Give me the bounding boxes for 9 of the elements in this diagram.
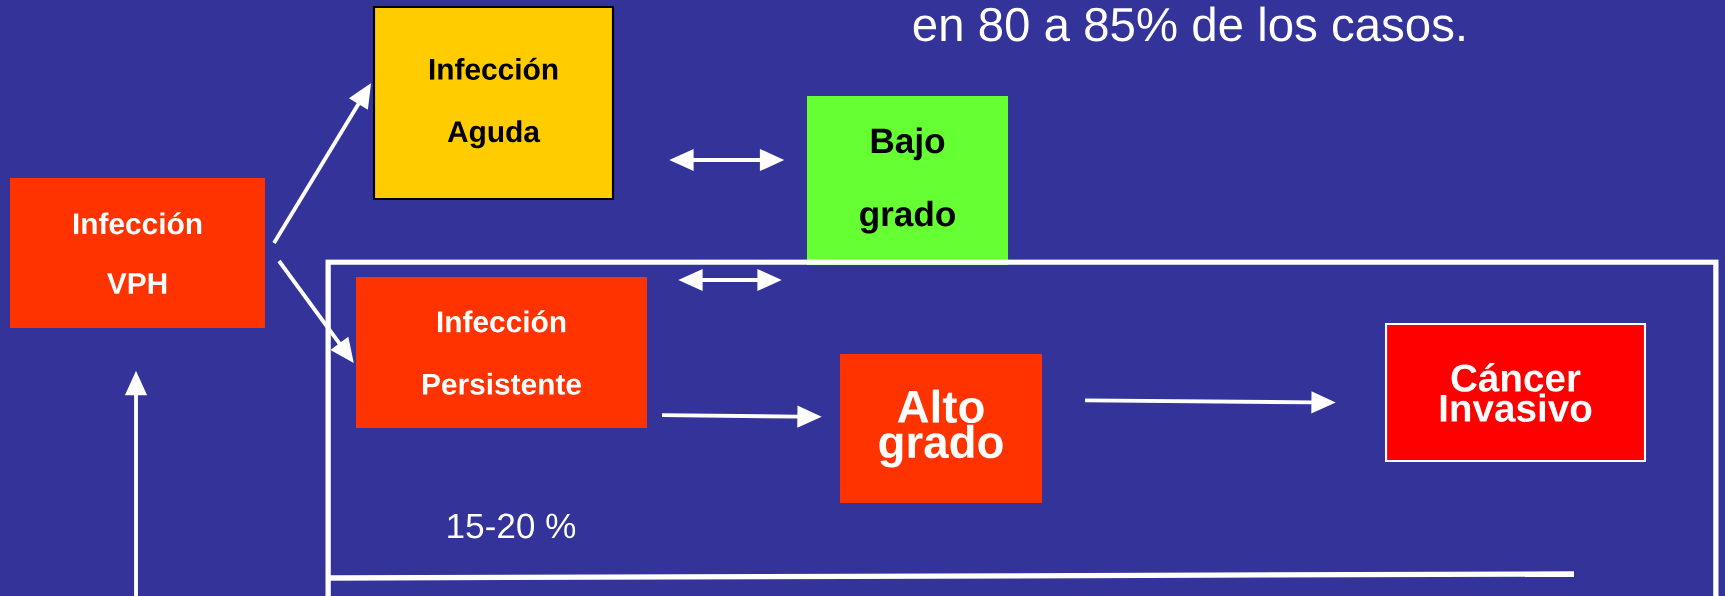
process-box: Alto grado (839, 353, 1043, 504)
heading-text: en 80 a 85% de los casos. (913, 6, 1464, 42)
process-box: Bajo grado (806, 95, 1009, 266)
process-box: Cáncer Invasivo (1385, 322, 1647, 463)
process-box: Infección Aguda (372, 5, 615, 201)
process-box: Infección Persistente (356, 276, 648, 429)
percentage-text: 15-20 % (448, 513, 576, 539)
frame-box (325, 259, 1719, 596)
process-box: Infección VPH (9, 177, 266, 329)
